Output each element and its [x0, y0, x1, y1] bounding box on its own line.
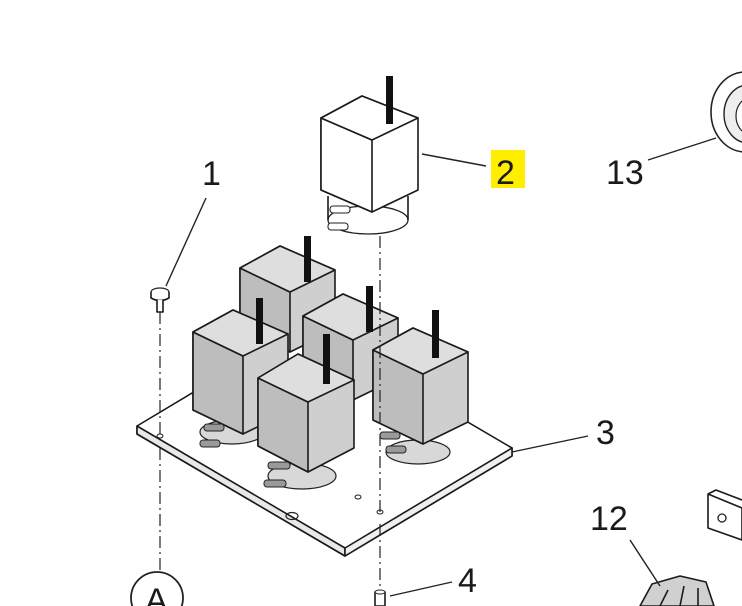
knob-part-12: [639, 575, 715, 606]
bracket-part: [707, 489, 742, 541]
valve-front-center: [257, 334, 355, 490]
callout-1: 1: [202, 155, 221, 193]
replacement-valve: [320, 76, 419, 235]
callout-2: 2: [496, 154, 515, 192]
valve-front-right: [372, 310, 469, 465]
pin-part-4: [374, 589, 386, 606]
leader-lines: [165, 137, 717, 597]
callout-13: 13: [606, 154, 644, 192]
callout-a: A: [145, 582, 168, 606]
callout-4: 4: [458, 562, 477, 600]
callout-12: 12: [590, 500, 628, 538]
screw: [150, 287, 170, 313]
callout-2-highlight: [491, 150, 525, 188]
grommet-part-13: [710, 71, 742, 153]
assembly-lines: [159, 236, 381, 590]
callout-3: 3: [596, 414, 615, 452]
reference-circle-a: [130, 571, 184, 606]
